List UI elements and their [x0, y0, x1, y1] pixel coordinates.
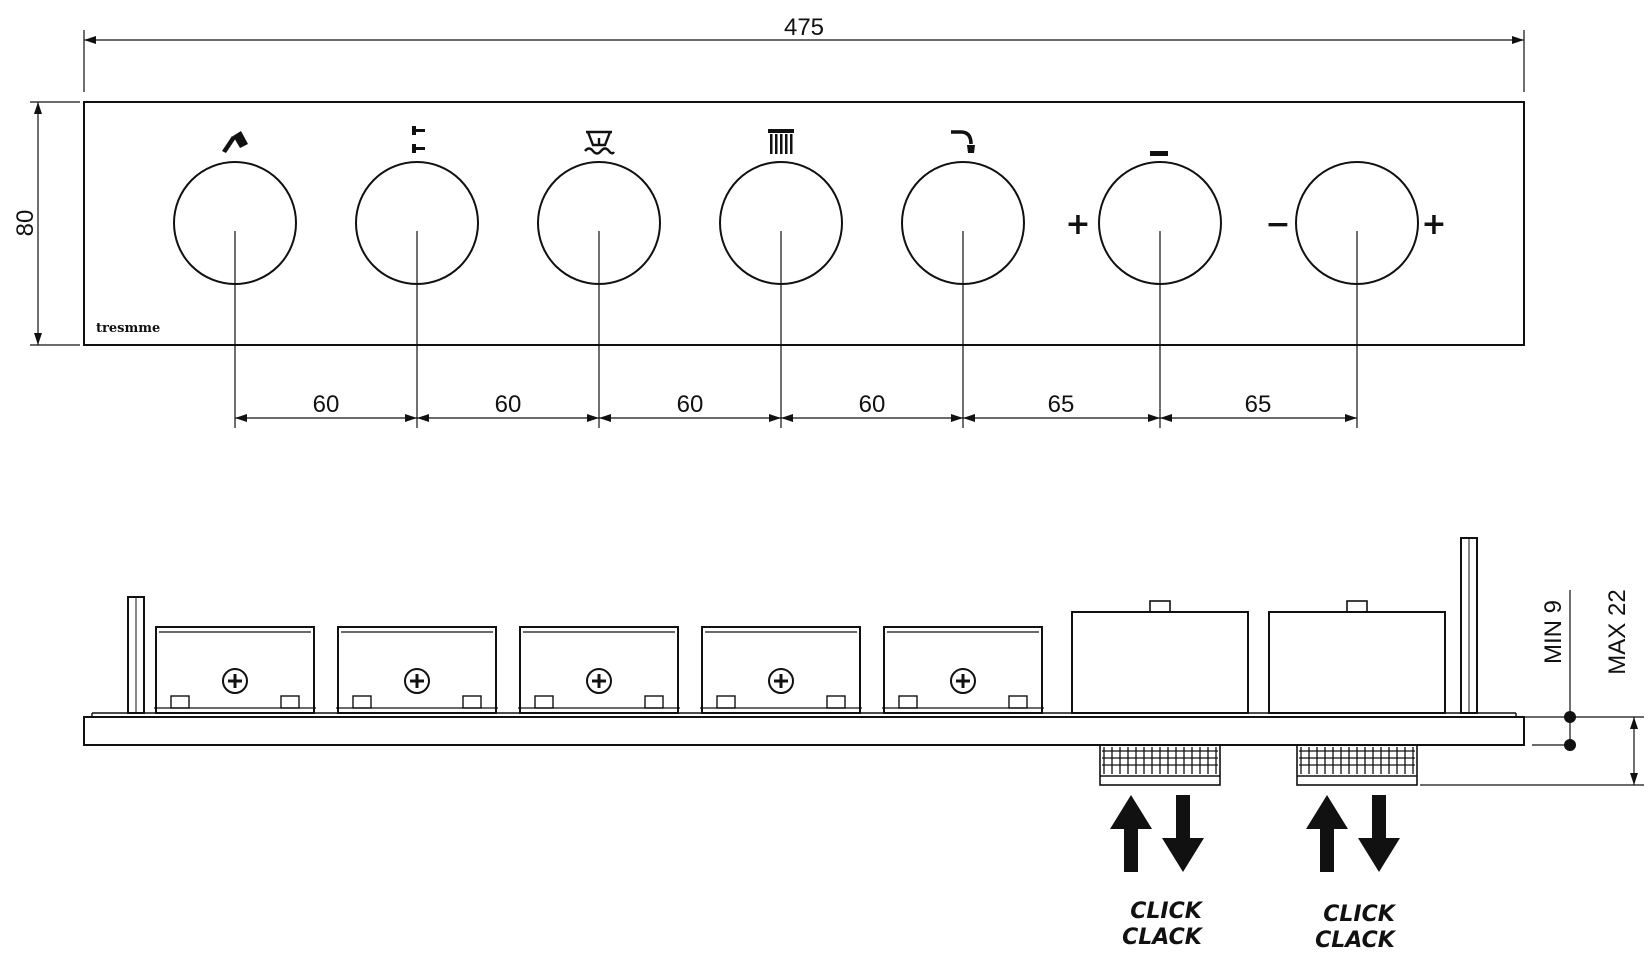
hand-shower-icon: [222, 131, 248, 153]
waterfall-icon: [768, 129, 794, 154]
knurl-pattern-2: [1299, 747, 1415, 774]
click-label-2: CLICK: [1323, 902, 1396, 927]
spacing-label-4: 60: [859, 391, 886, 418]
min-depth-label: MIN 9: [1540, 600, 1567, 664]
arrow-down-icon: [1358, 795, 1400, 872]
top-view: [30, 30, 1525, 428]
knob-centerlines: [234, 231, 1358, 428]
spacing-label-5: 65: [1048, 391, 1075, 418]
body-jets-icon: [412, 126, 425, 153]
minus-sign-right: −: [1265, 207, 1290, 242]
push-knob-2: [1296, 744, 1418, 786]
valve-body-3: [518, 626, 680, 714]
plus-sign-left: +: [1065, 207, 1090, 242]
brand-logo: tresmme: [96, 321, 160, 336]
knurl-pattern-1: [1102, 747, 1218, 774]
arrow-up-icon: [1306, 795, 1348, 872]
spacing-label-1: 60: [313, 391, 340, 418]
side-plate: [83, 716, 1525, 746]
spout-icon: [951, 130, 975, 153]
function-icons: [222, 126, 1168, 156]
min-dimension-dot-bottom: [1564, 739, 1576, 751]
spacing-label-2: 60: [495, 391, 522, 418]
clack-label-1: CLACK: [1122, 925, 1204, 950]
minus-icon: [1150, 151, 1168, 156]
faceplate: [83, 101, 1525, 346]
clack-label-2: CLACK: [1315, 928, 1397, 953]
side-view: [83, 537, 1644, 786]
valve-body-7: [1268, 600, 1446, 714]
valve-body-6: [1071, 600, 1249, 714]
spacing-label-6: 65: [1245, 391, 1272, 418]
overall-width-label: 475: [784, 14, 824, 41]
valve-body-4: [700, 626, 862, 714]
overall-height-label: 80: [12, 210, 39, 237]
min-dimension-dot-top: [1564, 711, 1576, 723]
push-arrows: [1110, 795, 1400, 872]
arrow-down-icon: [1162, 795, 1204, 872]
max-depth-label: MAX 22: [1604, 589, 1631, 674]
push-knob-1: [1099, 744, 1221, 786]
rain-shower-icon: [584, 130, 615, 155]
valve-body-5: [882, 626, 1044, 714]
click-label-1: CLICK: [1130, 899, 1203, 924]
valve-body-1: [154, 626, 316, 714]
spacing-label-3: 60: [677, 391, 704, 418]
arrow-up-icon: [1110, 795, 1152, 872]
plus-sign-right: +: [1421, 207, 1446, 242]
valve-body-2: [336, 626, 498, 714]
